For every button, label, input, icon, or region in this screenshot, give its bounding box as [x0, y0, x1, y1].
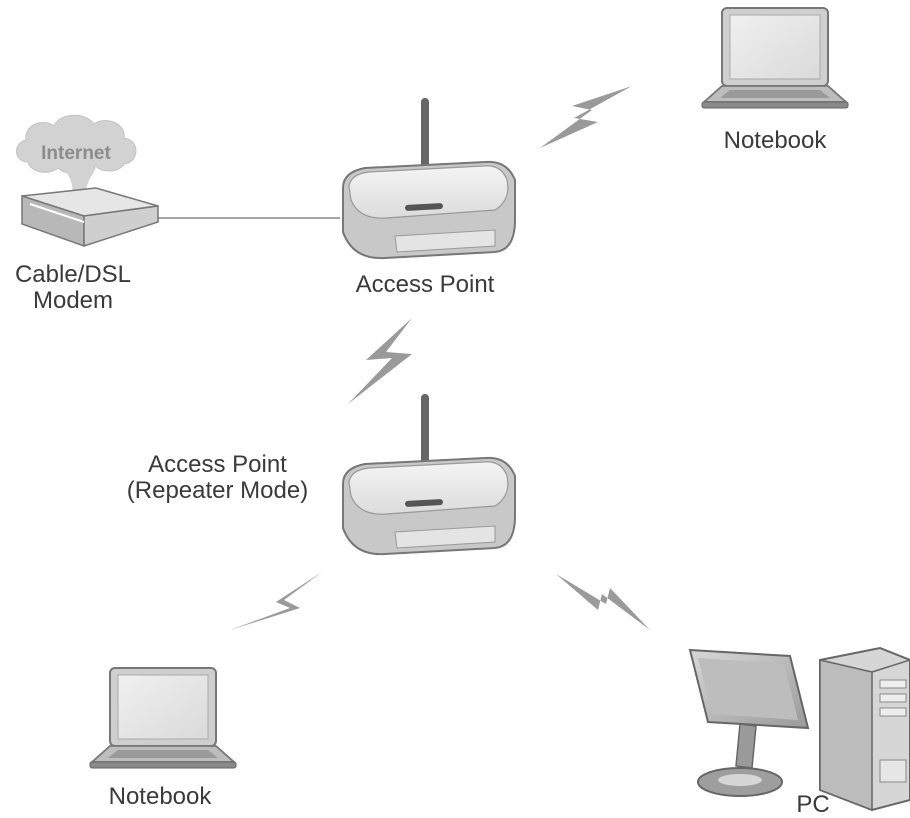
notebook-top-label: Notebook [723, 127, 827, 154]
tower-icon [819, 646, 910, 812]
pc-label: PC [796, 791, 830, 818]
internet-label: Internet [41, 143, 111, 164]
access-point-label: Access Point [355, 271, 495, 298]
router-icon [342, 98, 516, 260]
wireless-signal-icon [230, 572, 322, 630]
notebook-bottom-label: Notebook [108, 783, 212, 810]
laptop-icon [701, 7, 849, 109]
monitor-icon [688, 648, 810, 797]
wireless-signal-icon [540, 86, 632, 148]
wireless-signal-icon [348, 318, 412, 404]
cloud-icon: Internet [16, 114, 137, 196]
modem-label-line1: Cable/DSL [14, 261, 132, 288]
repeater-label-line1: Access Point [148, 451, 287, 478]
wireless-signal-icon [556, 574, 650, 630]
laptop-icon [89, 667, 237, 769]
modem-label: Cable/DSL Modem [8, 262, 138, 314]
repeater-label: Access Point (Repeater Mode) [100, 452, 335, 504]
modem-icon [21, 187, 159, 248]
router-icon [342, 394, 516, 556]
repeater-label-line2: (Repeater Mode) [126, 477, 309, 504]
modem-label-line2: Modem [32, 287, 114, 314]
